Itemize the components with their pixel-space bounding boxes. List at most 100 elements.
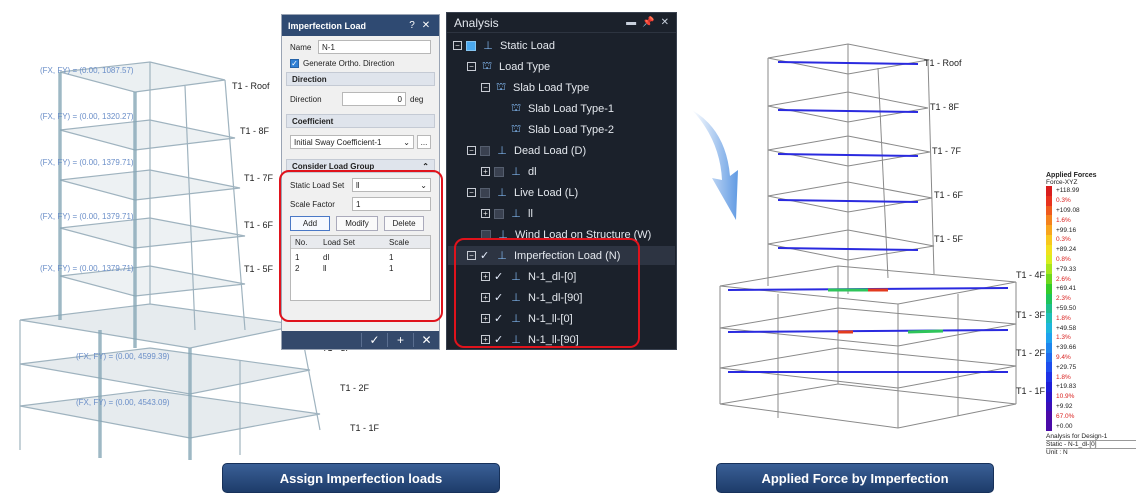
collapse-icon[interactable]: − [453,41,462,50]
legend-value: +59.50 [1056,304,1077,312]
checkbox-unchecked[interactable] [480,145,490,156]
expand-icon[interactable]: + [481,272,490,281]
legend-value: +49.58 [1056,324,1077,332]
direction-section-header[interactable]: Direction [286,72,435,86]
load-group-button-row: Add Modify Delete [282,216,439,231]
direction-input[interactable]: 0 [342,92,406,106]
legend-swatch [1046,421,1052,431]
modify-button[interactable]: Modify [336,216,378,231]
row-scale: 1 [389,264,394,273]
legend-swatch [1046,264,1052,275]
checkbox-checked[interactable]: ✓ [494,333,504,346]
legend-swatch [1046,274,1052,284]
legend-value: +19.83 [1056,383,1077,391]
dialog-titlebar: Imperfection Load ? ✕ [282,15,439,36]
delete-button[interactable]: Delete [384,216,424,231]
legend-swatch [1046,362,1052,373]
tree-item-label: Dead Load (D) [514,144,587,157]
collapse-icon[interactable]: − [467,146,476,155]
tree-item-n1-ll-0[interactable]: + ✓ ⊥ N-1_ll-[0] [481,309,573,328]
close-icon[interactable]: ✕ [660,17,669,28]
legend-percent: 0.3% [1056,197,1071,205]
load-arrow-icon: ⊥ [497,250,507,262]
cancel-button[interactable]: ✕ [413,333,439,347]
coefficient-select[interactable]: Initial Sway Coefficient-1 ⌄ [290,135,414,149]
scale-factor-input[interactable]: 1 [352,197,431,211]
expand-icon[interactable]: + [481,314,490,323]
collapse-icon[interactable]: − [467,188,476,197]
legend-footer-case: Static - N-1_dl-[0] [1046,439,1136,449]
expand-icon[interactable]: + [481,293,490,302]
add-new-button[interactable]: + [387,333,413,347]
ok-button[interactable]: ✓ [361,333,387,347]
tree-item-static-load[interactable]: − ⊥ Static Load [453,36,555,55]
checkbox-unchecked[interactable] [494,166,504,177]
checkbox-checked[interactable]: ✓ [494,270,504,283]
legend-row: +69.41 [1046,283,1136,294]
legend-row: +29.75 [1046,362,1136,373]
tree-item-n1-ll-90[interactable]: + ✓ ⊥ N-1_ll-[90] [481,330,579,349]
expand-icon[interactable]: + [481,209,490,218]
right-story-label-3f: T1 - 3F [1016,310,1046,320]
legend-swatch [1046,391,1052,402]
tree-item-slab-load-type-2[interactable]: ⛫ Slab Load Type-2 [509,120,614,139]
legend-footer-analysis: Analysis for Design-1 [1046,432,1108,440]
tree-item-label: N-1_ll-[0] [528,312,573,325]
col-no: No. [295,237,308,247]
coefficient-more-button[interactable]: ... [417,135,431,149]
help-icon[interactable]: ? [409,20,415,31]
checkbox-partial[interactable] [466,40,476,51]
pin-icon[interactable]: 📌 [642,17,655,28]
checkbox-checked[interactable]: ✓ [494,291,504,304]
generate-ortho-row[interactable]: ✓ Generate Ortho. Direction [282,59,439,68]
right-story-label-8f: T1 - 8F [930,102,960,112]
load-arrow-icon: ⊥ [483,40,493,52]
name-input[interactable]: N-1 [318,40,431,54]
collapse-icon[interactable]: − [481,83,490,92]
right-structure-model: T1 - Roof T1 - 8F T1 - 7F T1 - 6F T1 - 5… [718,38,1048,458]
tree-item-label: Slab Load Type [513,81,590,94]
checkbox-unchecked[interactable] [480,187,490,198]
legend-row: 2.3% [1046,293,1136,304]
legend-row: 10.9% [1046,391,1136,402]
checkbox-checked[interactable]: ✓ [480,249,490,262]
collapse-icon[interactable]: − [467,251,476,260]
legend-row: +0.00 [1046,421,1136,431]
tree-item-n1-dl-0[interactable]: + ✓ ⊥ N-1_dl-[0] [481,267,576,286]
legend-subtitle: Force-XYZ [1046,179,1078,186]
tree-item-dl[interactable]: + ⊥ dl [481,162,537,181]
tree-item-load-type[interactable]: − ⛫ Load Type [467,57,550,76]
left-force-label-6: (FX, FY) = (0.00, 4599.39) [76,352,170,361]
coefficient-section-header[interactable]: Coefficient [286,114,435,128]
tree-item-ll[interactable]: + ⊥ ll [481,204,533,223]
add-button[interactable]: Add [290,216,330,231]
load-type-icon: ⛫ [481,59,493,72]
table-row[interactable]: 1 dl 1 [291,252,430,263]
checkbox-unchecked[interactable] [494,208,504,219]
expand-icon[interactable]: + [481,167,490,176]
tree-item-dead-load[interactable]: − ⊥ Dead Load (D) [467,141,586,160]
table-row[interactable]: 2 ll 1 [291,263,430,274]
tree-item-slab-load-type[interactable]: − ⛫ Slab Load Type [481,78,589,97]
generate-ortho-checkbox[interactable]: ✓ [290,59,299,68]
legend-row: +19.83 [1046,381,1136,392]
close-icon[interactable]: ✕ [421,20,431,31]
legend-row: +9.92 [1046,401,1136,412]
menu-icon[interactable]: ▬ [626,17,637,28]
right-story-label-7f: T1 - 7F [932,146,962,156]
static-load-set-label: Static Load Set [290,180,345,190]
tree-item-n1-dl-90[interactable]: + ✓ ⊥ N-1_dl-[90] [481,288,582,307]
legend-percent: 9.4% [1056,353,1071,361]
static-load-set-select[interactable]: ll ⌄ [352,178,431,192]
tree-item-imperfection-load[interactable]: − ✓ ⊥ Imperfection Load (N) [448,246,675,265]
consider-load-group-header[interactable]: Consider Load Group ⌃ [286,159,435,173]
consider-load-group-title: Consider Load Group [292,161,375,171]
tree-item-label: Imperfection Load (N) [514,249,621,262]
legend-row: 1.8% [1046,372,1136,382]
collapse-icon[interactable]: − [467,62,476,71]
left-story-label-6f: T1 - 6F [244,220,274,230]
checkbox-checked[interactable]: ✓ [494,312,504,325]
tree-item-live-load[interactable]: − ⊥ Live Load (L) [467,183,578,202]
tree-item-slab-load-type-1[interactable]: ⛫ Slab Load Type-1 [509,99,614,118]
expand-icon[interactable]: + [481,335,490,344]
